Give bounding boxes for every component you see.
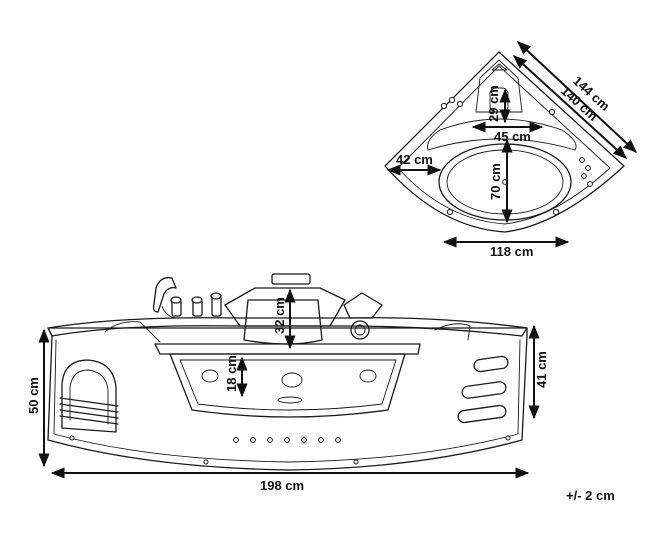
- label-118: 118 cm: [490, 244, 533, 259]
- window-jet-right: [359, 369, 377, 383]
- rim-jet: [350, 320, 370, 340]
- label-70: 70 cm: [488, 163, 503, 200]
- towel-rails: [59, 397, 119, 425]
- top-view: 144 cm 140 cm 29 cm 45 cm 42 cm 70 cm 11…: [384, 41, 638, 259]
- top-corner-panel: [491, 63, 508, 71]
- front-panel-inner: [53, 339, 521, 463]
- window-frame: [169, 353, 406, 418]
- window-jet-center: [281, 372, 303, 388]
- window-jet-left: [201, 369, 219, 383]
- top-jets: [440, 96, 593, 216]
- top-outer-shell: [384, 51, 625, 233]
- faucet-knobs: [170, 292, 222, 317]
- label-50: 50 cm: [26, 377, 41, 414]
- corner-unit: [343, 292, 383, 319]
- dim-line-140: [512, 55, 628, 159]
- tub-rim: [47, 317, 528, 337]
- label-42: 42 cm: [396, 152, 433, 167]
- hand-shower: [152, 277, 177, 313]
- basin-right: [434, 323, 471, 341]
- window-glass: [179, 359, 397, 411]
- label-18: 18 cm: [224, 355, 239, 392]
- front-panel: [47, 327, 528, 471]
- led-dots: [69, 435, 511, 465]
- label-41: 41 cm: [534, 351, 549, 388]
- towel-alcove: [61, 359, 117, 433]
- basin-left: [104, 321, 161, 343]
- tolerance-note: +/- 2 cm: [566, 488, 615, 503]
- side-slots: [457, 355, 509, 424]
- window-bar: [154, 343, 421, 355]
- label-32: 32 cm: [272, 297, 287, 334]
- label-29: 29 cm: [486, 85, 501, 122]
- headrest-top-lid: [271, 273, 311, 285]
- label-198: 198 cm: [260, 478, 304, 493]
- label-45: 45 cm: [494, 129, 531, 144]
- front-view: 32 cm 18 cm 50 cm 41 cm 198 cm: [26, 273, 549, 493]
